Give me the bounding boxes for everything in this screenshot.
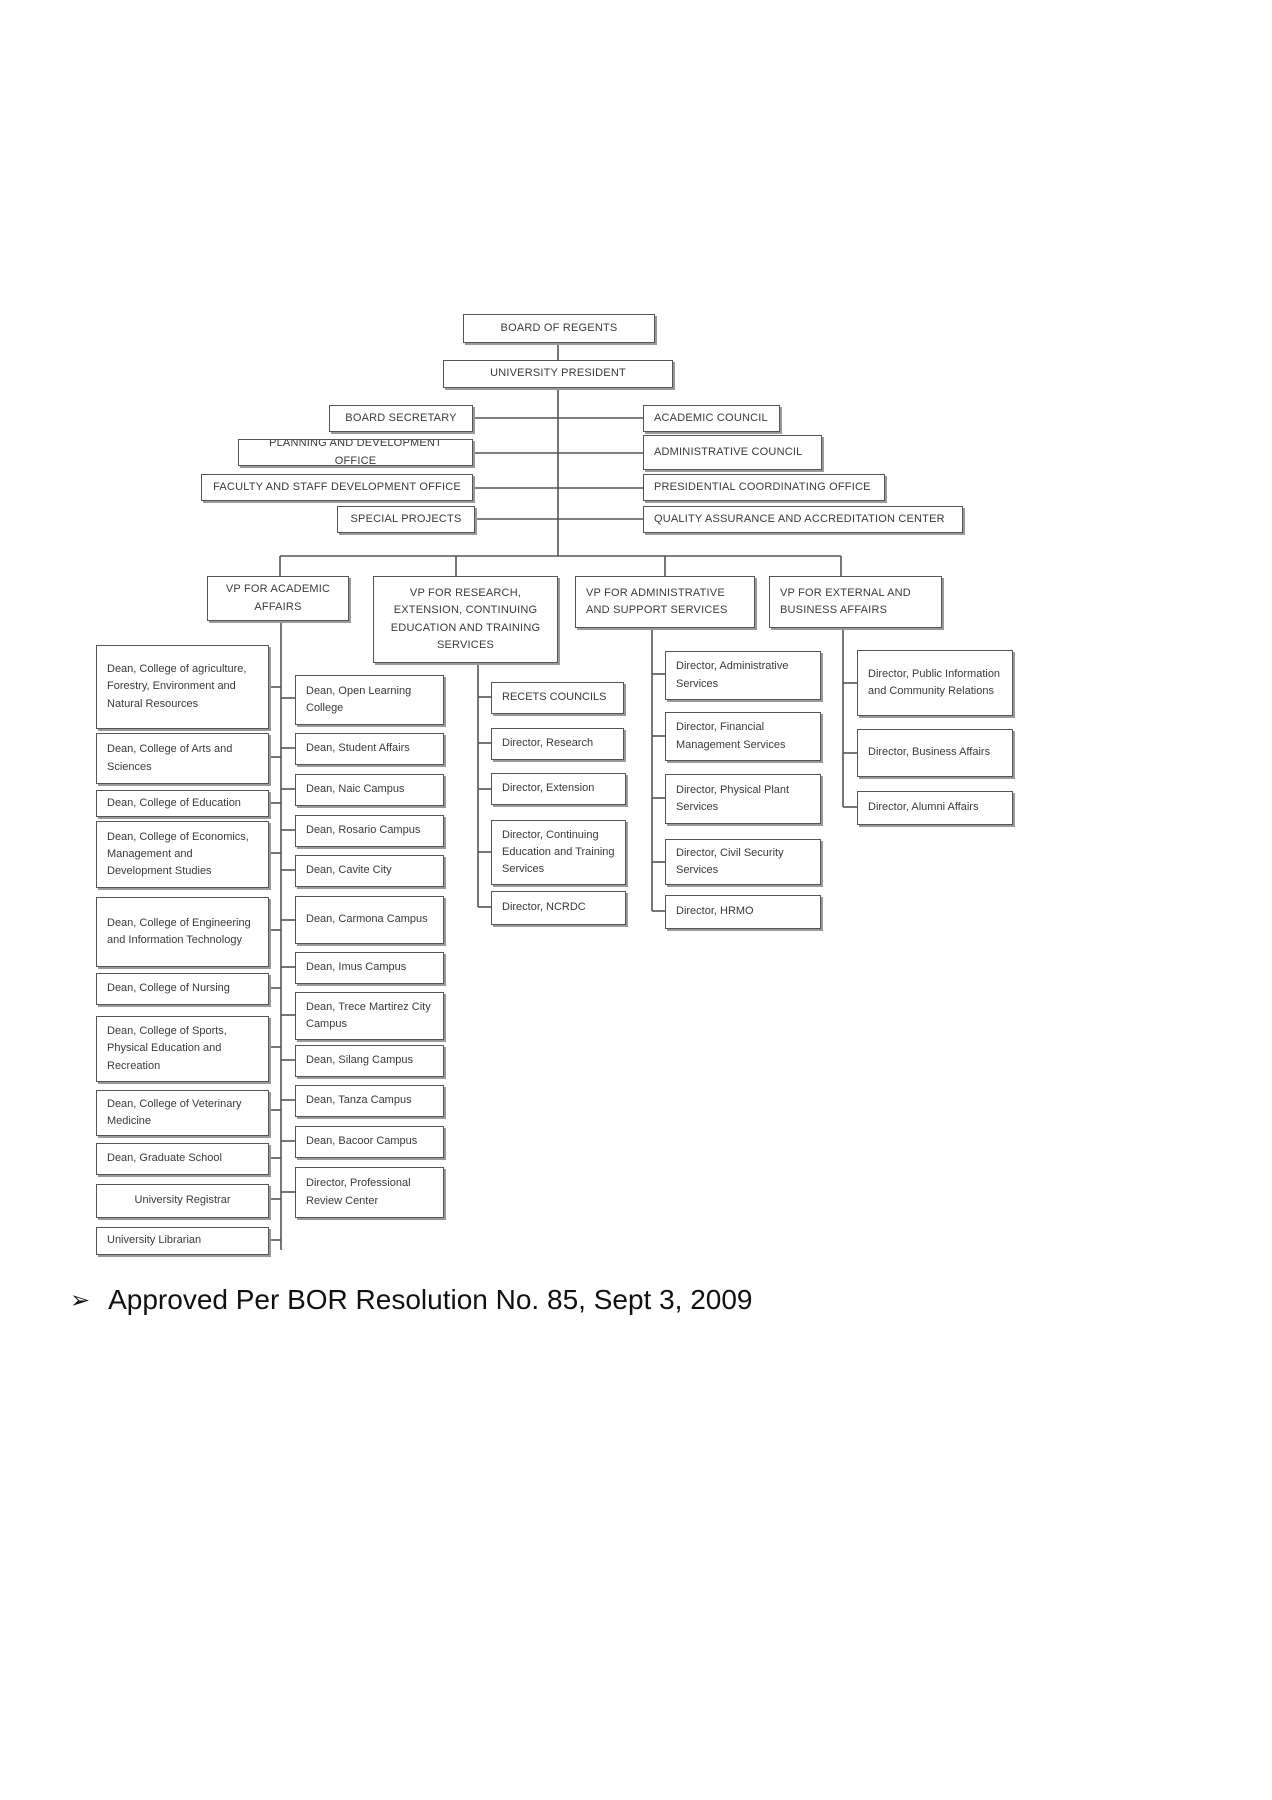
director-business-affairs-box: Director, Business Affairs [857, 729, 1013, 777]
director-public-information-box: Director, Public Information and Communi… [857, 650, 1013, 716]
dean-arts-sciences-box: Dean, College of Arts and Sciences [96, 733, 269, 784]
org-chart-connectors [269, 342, 857, 1250]
dean-rosario-campus-box: Dean, Rosario Campus [295, 815, 444, 847]
director-civil-security-box: Director, Civil Security Services [665, 839, 821, 885]
approval-note-text: Approved Per BOR Resolution No. 85, Sept… [108, 1284, 753, 1315]
director-continuing-education-box: Director, Continuing Education and Train… [491, 820, 626, 885]
director-research-box: Director, Research [491, 728, 624, 760]
university-president-box: UNIVERSITY PRESIDENT [443, 360, 673, 388]
dean-cavite-city-box: Dean, Cavite City [295, 855, 444, 887]
dean-sports-box: Dean, College of Sports, Physical Educat… [96, 1016, 269, 1082]
dean-tanza-campus-box: Dean, Tanza Campus [295, 1085, 444, 1117]
dean-engineering-box: Dean, College of Engineering and Informa… [96, 897, 269, 967]
dean-naic-campus-box: Dean, Naic Campus [295, 774, 444, 806]
administrative-council-box: ADMINISTRATIVE COUNCIL [643, 435, 822, 470]
dean-bacoor-campus-box: Dean, Bacoor Campus [295, 1126, 444, 1158]
dean-nursing-box: Dean, College of Nursing [96, 973, 269, 1005]
special-projects-box: SPECIAL PROJECTS [337, 506, 475, 533]
vp-academic-affairs-box: VP FOR ACADEMIC AFFAIRS [207, 576, 349, 621]
vp-external-business-box: VP FOR EXTERNAL AND BUSINESS AFFAIRS [769, 576, 942, 628]
director-administrative-services-box: Director, Administrative Services [665, 651, 821, 700]
recets-councils-box: RECETS COUNCILS [491, 682, 624, 714]
director-professional-review-box: Director, Professional Review Center [295, 1167, 444, 1218]
quality-assurance-center-box: QUALITY ASSURANCE AND ACCREDITATION CENT… [643, 506, 963, 533]
faculty-staff-development-office-box: FACULTY AND STAFF DEVELOPMENT OFFICE [201, 474, 473, 501]
approval-note: ➢ Approved Per BOR Resolution No. 85, Se… [70, 1284, 970, 1316]
dean-carmona-campus-box: Dean, Carmona Campus [295, 896, 444, 944]
dean-trece-martirez-box: Dean, Trece Martirez City Campus [295, 992, 444, 1040]
dean-student-affairs-box: Dean, Student Affairs [295, 733, 444, 765]
dean-imus-campus-box: Dean, Imus Campus [295, 952, 444, 984]
dean-open-learning-box: Dean, Open Learning College [295, 675, 444, 725]
director-hrmo-box: Director, HRMO [665, 895, 821, 929]
dean-veterinary-box: Dean, College of Veterinary Medicine [96, 1090, 269, 1136]
arrow-bullet-icon: ➢ [70, 1286, 91, 1314]
dean-silang-campus-box: Dean, Silang Campus [295, 1045, 444, 1077]
dean-graduate-school-box: Dean, Graduate School [96, 1143, 269, 1175]
director-ncrdc-box: Director, NCRDC [491, 891, 626, 925]
director-financial-management-box: Director, Financial Management Services [665, 712, 821, 761]
director-alumni-affairs-box: Director, Alumni Affairs [857, 791, 1013, 825]
vp-administrative-support-box: VP FOR ADMINISTRATIVE AND SUPPORT SERVIC… [575, 576, 755, 628]
director-physical-plant-box: Director, Physical Plant Services [665, 774, 821, 824]
board-secretary-box: BOARD SECRETARY [329, 405, 473, 432]
vp-research-extension-box: VP FOR RESEARCH, EXTENSION, CONTINUING E… [373, 576, 558, 663]
presidential-coordinating-office-box: PRESIDENTIAL COORDINATING OFFICE [643, 474, 885, 501]
dean-economics-box: Dean, College of Economics, Management a… [96, 821, 269, 888]
dean-education-box: Dean, College of Education [96, 790, 269, 817]
director-extension-box: Director, Extension [491, 773, 626, 805]
university-librarian-box: University Librarian [96, 1227, 269, 1255]
planning-development-office-box: PLANNING AND DEVELOPMENT OFFICE [238, 439, 473, 466]
board-of-regents-box: BOARD OF REGENTS [463, 314, 655, 343]
university-registrar-box: University Registrar [96, 1184, 269, 1218]
dean-agriculture-box: Dean, College of agriculture, Forestry, … [96, 645, 269, 729]
academic-council-box: ACADEMIC COUNCIL [643, 405, 780, 432]
